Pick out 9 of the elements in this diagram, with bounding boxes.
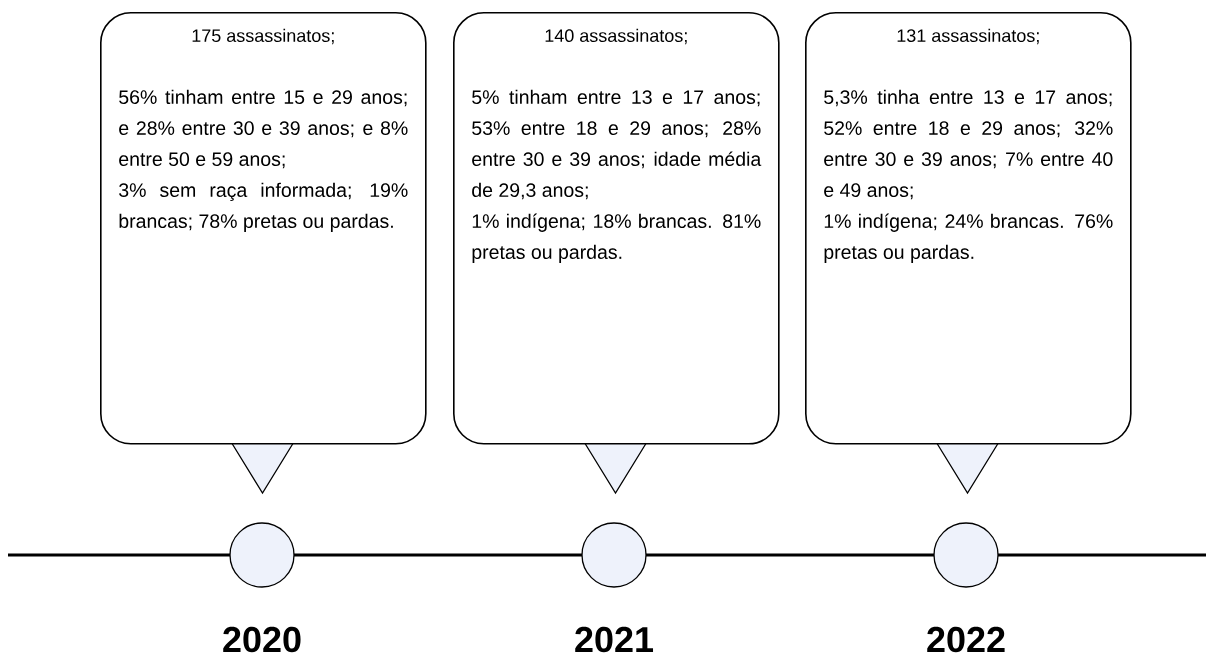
callout-box: 175 assassinatos; 56% tinham entre 15 e 29 anos; e 28% entre 30 e 39 anos; e 8% entre 50 e 59 anos; 3% sem raça informada; 19% brancas; 78% pretas ou pardas. (100, 12, 427, 495)
year-label: 2021 (575, 626, 653, 653)
timeline-circle (933, 522, 999, 588)
year-label: 2022 (927, 626, 1005, 653)
timeline-circle (229, 522, 295, 588)
year-label: 2020 (223, 626, 301, 653)
timeline-circle (581, 522, 647, 588)
callout-box: 140 assassinatos; 5% tinham entre 13 e 17 anos; 53% entre 18 e 29 anos; 28% entre 30 e 39 anos; idade média de 29,3 anos; 1% indígena; 18% brancas. 81% pretas ou pardas. (453, 12, 780, 495)
callout-box: 131 assassinatos; 5,3% tinha entre 13 e 17 anos; 52% entre 18 e 29 anos; 32% entre 30 e 39 anos; 7% entre 40 e 49 anos; 1% indígena; 24% brancas. 76% pretas ou pardas. (805, 12, 1132, 495)
